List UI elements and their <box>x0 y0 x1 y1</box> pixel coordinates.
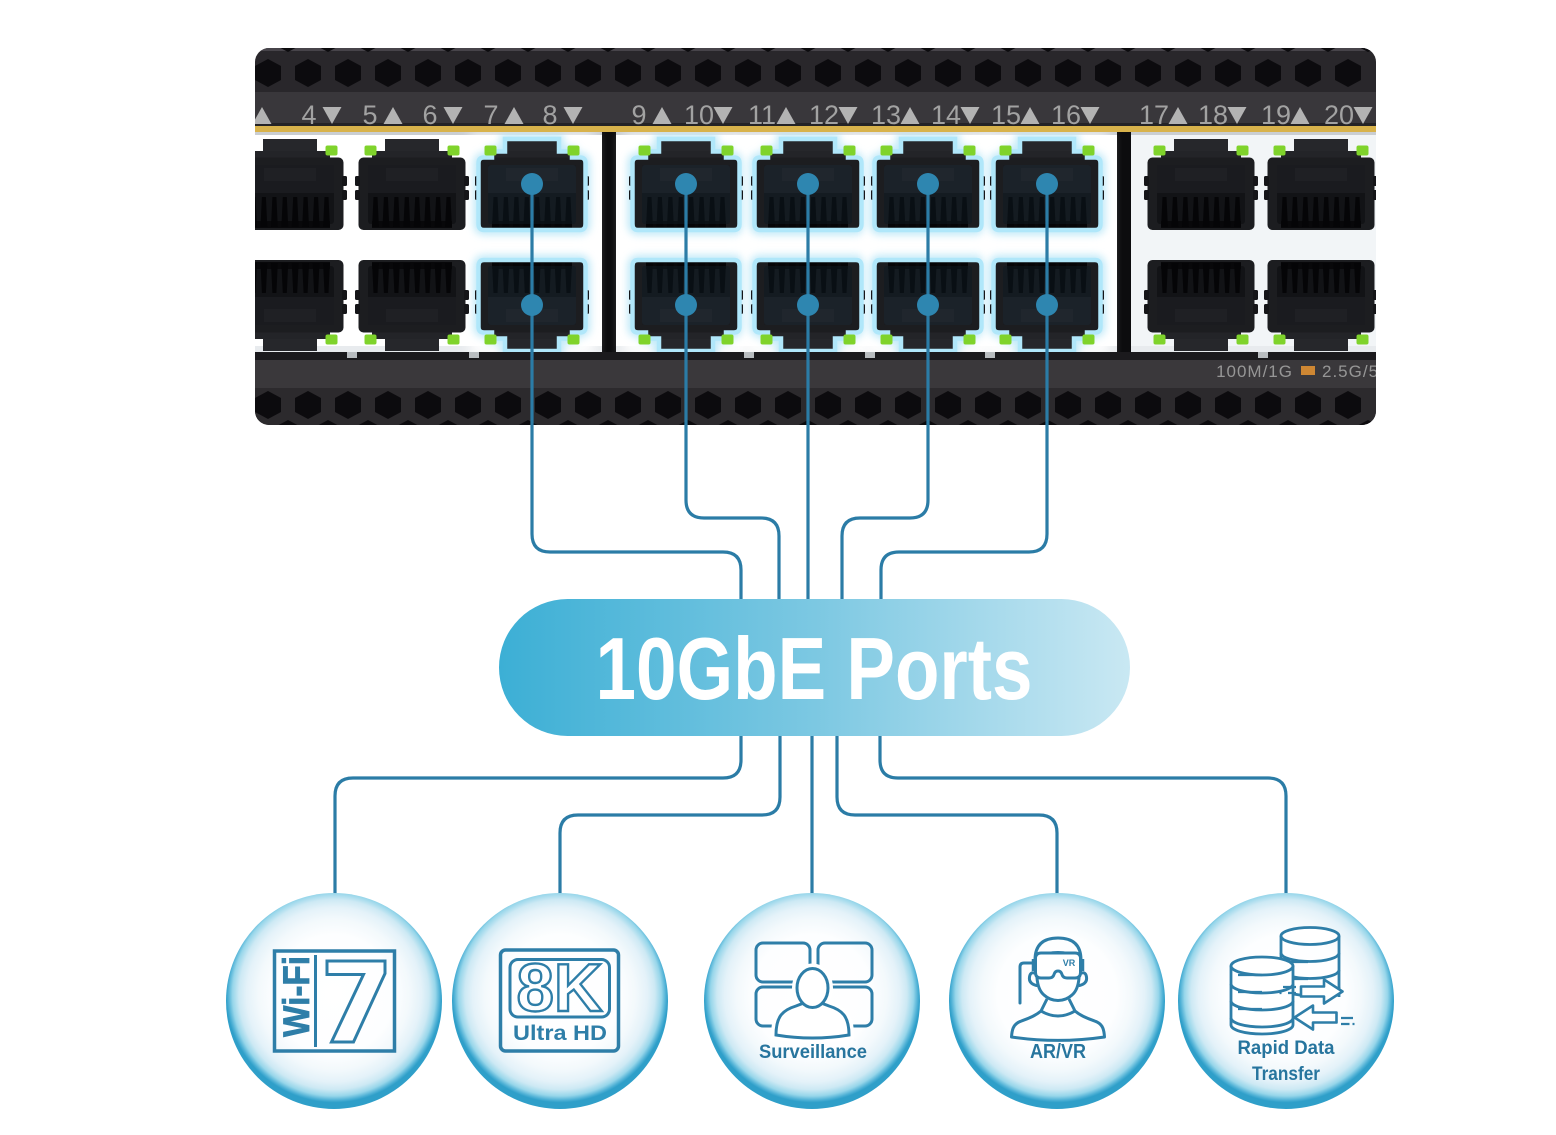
svg-text:8: 8 <box>542 100 557 130</box>
svg-text:5: 5 <box>362 100 377 130</box>
svg-text:15: 15 <box>991 100 1021 130</box>
svg-text:18: 18 <box>1198 100 1228 130</box>
svg-text:VR: VR <box>1063 958 1076 968</box>
svg-text:9: 9 <box>631 100 646 130</box>
svg-text:7: 7 <box>483 100 498 130</box>
svg-text:Surveillance: Surveillance <box>759 1041 867 1063</box>
svg-text:4: 4 <box>301 100 316 130</box>
svg-text:6: 6 <box>422 100 437 130</box>
svg-text:14: 14 <box>931 100 961 130</box>
svg-text:12: 12 <box>809 100 839 130</box>
svg-text:Transfer: Transfer <box>1252 1063 1320 1085</box>
svg-text:19: 19 <box>1261 100 1291 130</box>
svg-text:11: 11 <box>748 100 776 130</box>
svg-text:10: 10 <box>684 100 714 130</box>
svg-text:13: 13 <box>871 100 901 130</box>
svg-text:Rapid Data: Rapid Data <box>1238 1037 1335 1059</box>
svg-text:Wi-Fi: Wi-Fi <box>276 956 317 1037</box>
svg-text:2.5G/5G: 2.5G/5G <box>1322 362 1393 381</box>
svg-text:20: 20 <box>1324 100 1354 130</box>
svg-text:10GbE Ports: 10GbE Ports <box>596 619 1033 718</box>
svg-text:AR/VR: AR/VR <box>1030 1041 1086 1063</box>
svg-text:8K: 8K <box>517 950 603 1026</box>
svg-text:Ultra HD: Ultra HD <box>513 1022 607 1045</box>
svg-text:17: 17 <box>1139 100 1169 130</box>
svg-text:100M/1G: 100M/1G <box>1216 362 1293 381</box>
svg-text:16: 16 <box>1051 100 1081 130</box>
